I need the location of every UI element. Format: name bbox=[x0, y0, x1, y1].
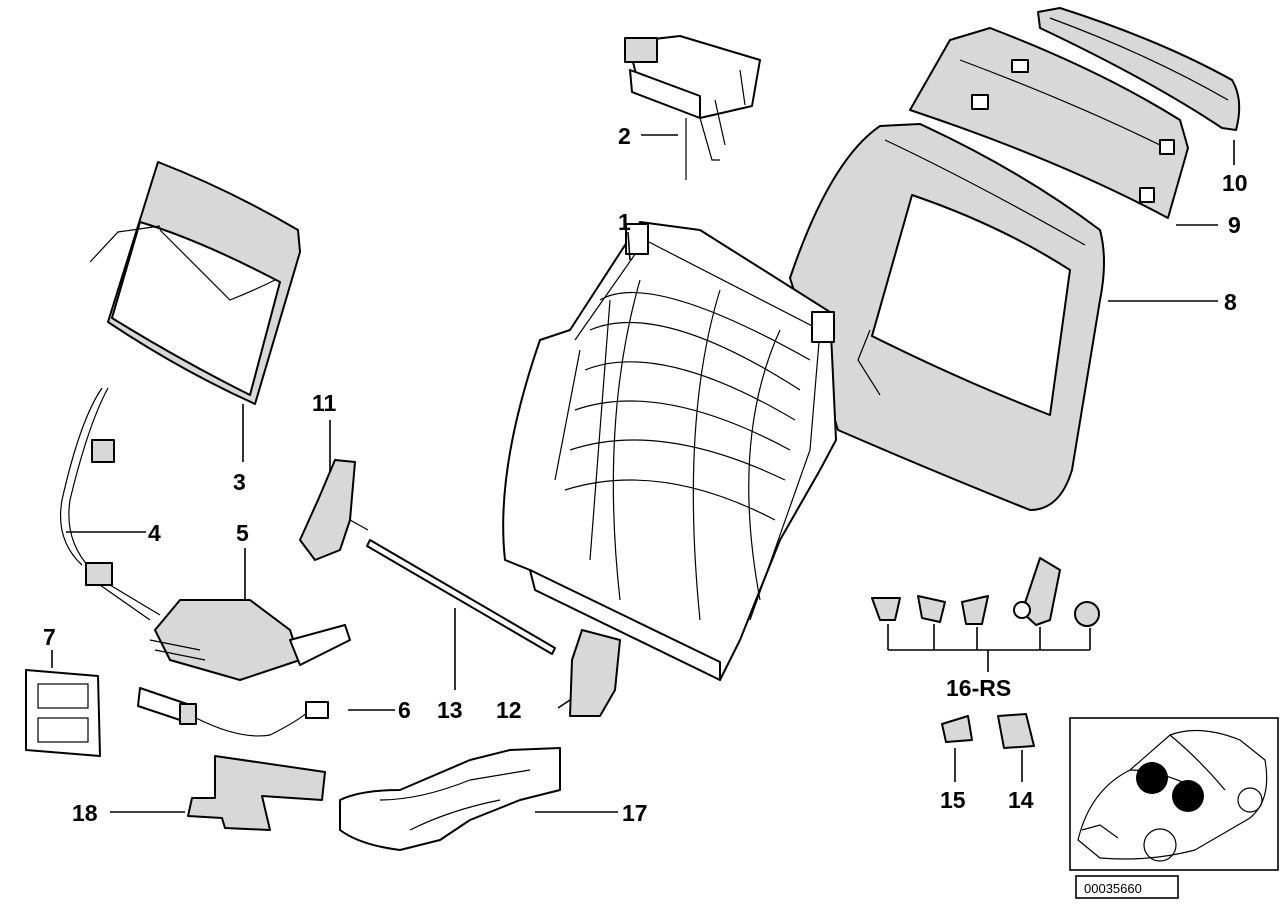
part-14-drawing bbox=[997, 713, 1035, 749]
reference-number-box: 00035660 bbox=[1075, 875, 1179, 899]
part-6-drawing bbox=[137, 687, 329, 737]
part-13-drawing bbox=[366, 539, 556, 655]
callout-8: 8 bbox=[1224, 289, 1237, 315]
part-8-drawing bbox=[789, 123, 1105, 511]
callout-18: 18 bbox=[72, 800, 98, 826]
callout-1: 1 bbox=[618, 209, 631, 235]
callout-12: 12 bbox=[496, 697, 522, 723]
callout-7: 7 bbox=[43, 624, 56, 650]
part-4-drawing bbox=[59, 387, 161, 621]
callout-16-rs: 16-RS bbox=[946, 675, 1011, 701]
callout-14: 14 bbox=[1008, 787, 1034, 813]
callout-3: 3 bbox=[233, 469, 246, 495]
part-10-drawing bbox=[1037, 7, 1241, 131]
callout-11: 11 bbox=[312, 390, 337, 416]
vehicle-location-inset bbox=[1069, 717, 1279, 871]
reference-image-number: 00035660 bbox=[1084, 881, 1142, 896]
callout-15: 15 bbox=[940, 787, 966, 813]
part-9-drawing bbox=[909, 27, 1189, 219]
leader-lines bbox=[51, 134, 1235, 813]
callout-2: 2 bbox=[618, 123, 631, 149]
part-1-drawing bbox=[502, 221, 837, 681]
callout-5: 5 bbox=[236, 520, 249, 546]
location-marker-2 bbox=[1172, 780, 1204, 812]
part-15-drawing bbox=[941, 715, 973, 743]
part-2-drawing bbox=[624, 35, 761, 180]
part-11-drawing bbox=[299, 459, 369, 561]
part-18-drawing bbox=[187, 755, 326, 831]
part-7-drawing bbox=[25, 669, 101, 757]
part-3-drawing bbox=[89, 161, 301, 405]
callout-labels: 1 2 3 4 5 6 7 8 9 10 11 12 13 14 15 16-R… bbox=[43, 123, 1248, 826]
part-12-drawing bbox=[569, 629, 621, 717]
callout-4: 4 bbox=[148, 520, 161, 546]
part-16-drawing bbox=[871, 557, 1100, 627]
callout-10: 10 bbox=[1222, 170, 1248, 196]
part-5-drawing bbox=[149, 599, 351, 681]
callout-13: 13 bbox=[437, 697, 463, 723]
inset-frame bbox=[1069, 717, 1279, 871]
location-marker-1 bbox=[1136, 762, 1168, 794]
callout-9: 9 bbox=[1228, 212, 1241, 238]
part-17-drawing bbox=[339, 747, 561, 851]
callout-17: 17 bbox=[622, 800, 648, 826]
callout-6: 6 bbox=[398, 697, 411, 723]
